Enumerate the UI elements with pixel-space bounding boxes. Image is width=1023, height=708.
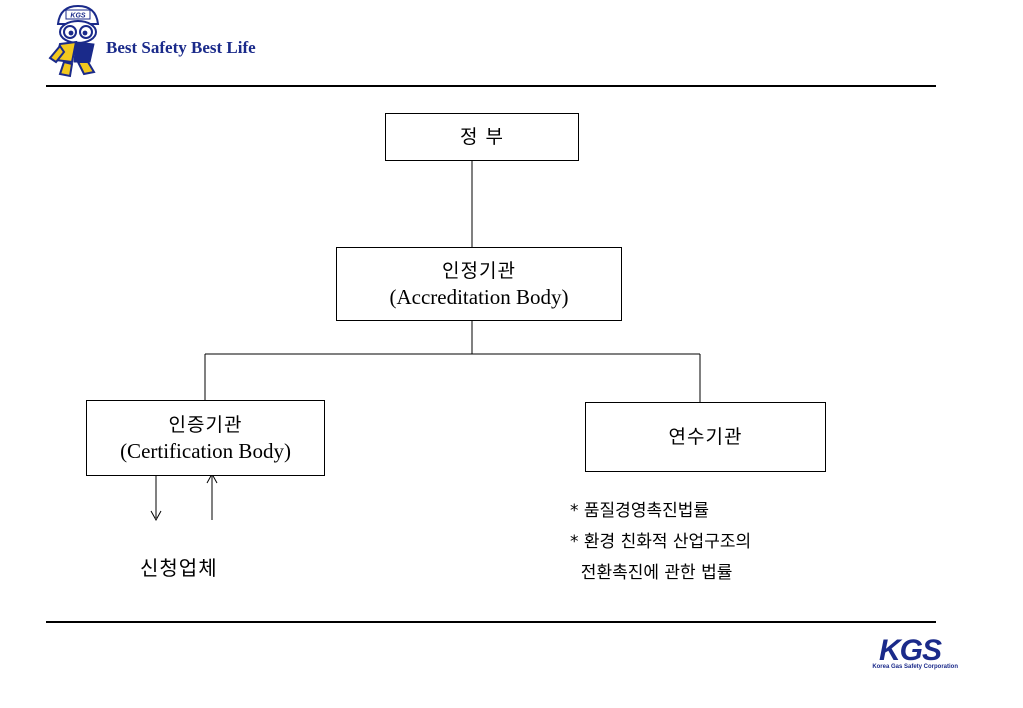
accreditation-label-en: (Accreditation Body) [389,285,569,309]
arrow-down-head [150,510,162,522]
kgs-logo-subtitle: Korea Gas Safety Corporation [872,664,958,670]
footer-divider [46,621,936,623]
government-box: 정 부 [385,113,579,161]
training-label: 연수기관 [668,426,743,448]
certification-body-box: 인증기관 (Certification Body) [86,400,325,476]
accreditation-body-box: 인정기관 (Accreditation Body) [336,247,622,321]
mascot-icon: KGS [48,4,100,78]
kgs-logo-mark: KGS [879,634,943,664]
training-body-box: 연수기관 [585,402,826,472]
certification-label-en: (Certification Body) [120,439,291,463]
header-tagline: Best Safety Best Life [106,38,256,57]
applicants-label: 신청업체 [140,556,218,580]
note-line: * 품질경영촉진법률 [570,501,710,521]
header: KGS [40,0,340,84]
certification-label-ko: 인증기관 [168,414,243,436]
legal-basis-notes: * 품질경영촉진법률 * 환경 친화적 산업구조의 전환촉진에 관한 법률 [570,496,751,589]
government-label: 정 부 [460,126,504,148]
accreditation-label-ko: 인정기관 [442,260,516,282]
kgs-logo: KGS Korea Gas Safety Corporation [822,634,958,670]
note-line: 전환촉진에 관한 법률 [570,563,733,583]
kgs-logo-text: KGS [879,634,942,664]
mascot-badge-text: KGS [70,13,86,20]
header-divider [46,85,936,87]
note-line: * 환경 친화적 산업구조의 [570,532,752,552]
